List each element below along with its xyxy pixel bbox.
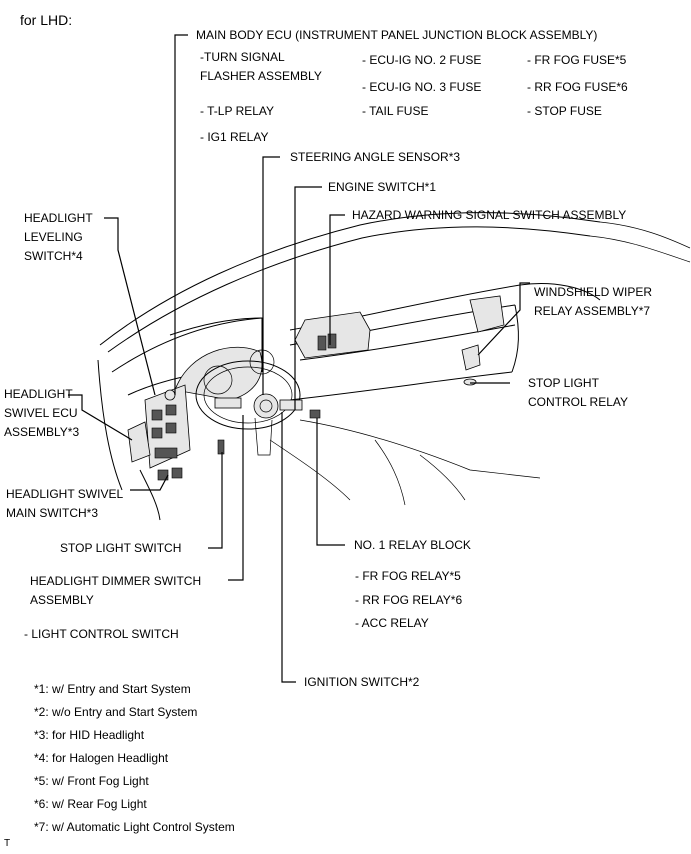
item-acc-relay: - ACC RELAY bbox=[355, 616, 429, 630]
corner-mark: T bbox=[4, 838, 11, 849]
label-stop-light-control-relay: STOP LIGHT CONTROL RELAY bbox=[528, 376, 629, 409]
item-tlp-relay: - T-LP RELAY bbox=[200, 104, 275, 118]
label-stop-light-switch: STOP LIGHT SWITCH bbox=[60, 541, 182, 555]
dashboard-drawing bbox=[97, 212, 691, 521]
label-no1-relay-block: NO. 1 RELAY BLOCK bbox=[354, 538, 471, 552]
page-heading: for LHD: bbox=[20, 12, 73, 28]
footnote: *2: w/o Entry and Start System bbox=[34, 705, 198, 719]
footnote: *1: w/ Entry and Start System bbox=[34, 682, 191, 696]
item-ecu-ig2-fuse: - ECU-IG NO. 2 FUSE bbox=[362, 53, 482, 67]
item-ig1-relay: - IG1 RELAY bbox=[200, 130, 269, 144]
label-steering-angle-sensor: STEERING ANGLE SENSOR*3 bbox=[290, 150, 461, 164]
label-engine-switch: ENGINE SWITCH*1 bbox=[328, 180, 437, 194]
label-headlight-leveling-switch: HEADLIGHT LEVELING SWITCH*4 bbox=[24, 211, 93, 263]
item-light-control-switch: - LIGHT CONTROL SWITCH bbox=[24, 627, 179, 641]
label-headlight-swivel-ecu: HEADLIGHT SWIVEL ECU ASSEMBLY*3 bbox=[4, 387, 80, 439]
item-fr-fog-relay: - FR FOG RELAY*5 bbox=[355, 569, 461, 583]
footnote: *6: w/ Rear Fog Light bbox=[34, 797, 147, 811]
label-headlight-dimmer-switch: HEADLIGHT DIMMER SWITCH ASSEMBLY bbox=[30, 574, 202, 607]
footnote: *5: w/ Front Fog Light bbox=[34, 774, 149, 788]
footnote: *4: for Halogen Headlight bbox=[34, 751, 169, 765]
footnote: *7: w/ Automatic Light Control System bbox=[34, 820, 235, 834]
item-stop-fuse: - STOP FUSE bbox=[527, 104, 602, 118]
label-hazard-switch: HAZARD WARNING SIGNAL SWITCH ASSEMBLY bbox=[352, 208, 627, 222]
footnote: *3: for HID Headlight bbox=[34, 728, 145, 742]
label-windshield-wiper-relay: WINDSHIELD WIPER RELAY ASSEMBLY*7 bbox=[534, 285, 653, 318]
item-ecu-ig3-fuse: - ECU-IG NO. 3 FUSE bbox=[362, 80, 482, 94]
label-main-body-ecu: MAIN BODY ECU (INSTRUMENT PANEL JUNCTION… bbox=[196, 28, 598, 42]
item-turn-signal-flasher: -TURN SIGNAL FLASHER ASSEMBLY bbox=[200, 50, 322, 83]
item-fr-fog-fuse: - FR FOG FUSE*5 bbox=[527, 53, 627, 67]
item-rr-fog-fuse: - RR FOG FUSE*6 bbox=[527, 80, 628, 94]
leader-lines bbox=[68, 34, 530, 683]
label-headlight-swivel-main-switch: HEADLIGHT SWIVEL MAIN SWITCH*3 bbox=[6, 487, 124, 520]
label-ignition-switch: IGNITION SWITCH*2 bbox=[304, 675, 420, 689]
item-tail-fuse: - TAIL FUSE bbox=[362, 104, 429, 118]
item-rr-fog-relay: - RR FOG RELAY*6 bbox=[355, 593, 463, 607]
